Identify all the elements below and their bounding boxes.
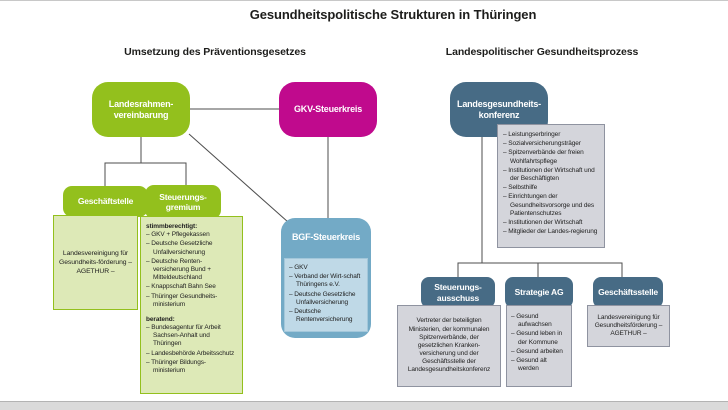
panel-steuerungsgremium: stimmberechtigt: – GKV + Pflegekassen– D… [140,216,243,394]
panel-geschaeftstelle-left: Landesvereinigung für Gesundheits-​förde… [53,215,138,310]
list-item: – Gesund aufwachsen [511,313,552,329]
list-item: – Spitzenverbände der freien Wohlfahrtsp… [503,149,584,165]
list-item: – Selbsthilfe [503,184,538,192]
list-item: – Gesund arbeiten [511,347,563,355]
top-divider [0,0,728,1]
list-item: – Deutsche Gesetzliche Unfallversicherun… [146,240,213,256]
node-geschaeftsstelle-right: Geschäftsstelle [593,277,663,308]
group-label-voting: stimmberechtigt: [146,223,198,230]
panel-bgf-members: – GKV – Verband der Wirt-​schaft Thüringe… [284,258,368,332]
list-item: – Sozialversicherungsträger [503,140,581,148]
list-item: – Deutsche Gesetzliche Unfallversicherun… [289,290,356,306]
node-label: Steuerungs-​gremium [159,191,207,212]
node-geschaeftstelle-left: Geschäftstelle [63,186,148,217]
advisory-member-list: – Bundesagentur für Arbeit Sachsen-Anhal… [146,324,237,375]
list-item: – Knappschaft Bahn See [146,283,216,291]
node-label: GKV-Steuerkreis [293,104,363,115]
list-item: – Thüringer Bildungs-​ministerium [146,358,206,374]
node-label: Geschäftstelle [77,196,134,207]
list-item: – Institutionen der Wirtschaft [503,218,583,226]
list-item: – Mitglieder der Landes-​regierung [503,228,598,236]
footer-bar [0,401,728,410]
panel-text: Vertreter der beteiligten Ministerien, d… [407,317,491,374]
list-item: – Deutsche Renten-​versicherung Bund + M… [146,257,211,282]
panel-konferenz-members: – Leistungserbringer – Sozialversicherung… [497,124,605,248]
list-item: – Gesund leben in der Kommune [511,330,563,346]
node-strategie-ag: Strategie AG [505,277,573,308]
panel-steuerungsausschuss: Vertreter der beteiligten Ministerien, d… [397,305,501,387]
node-label: Steuerungs-​ausschuss [434,282,482,303]
list-item: – Thüringer Gesundheits-​ministerium [146,292,218,308]
list-item: – Deutsche Rentenversicherung [289,307,353,324]
list-item: – Institutionen der Wirtschaft und der B… [503,166,595,182]
strategie-topic-list: – Gesund aufwachsen– Gesund leben in der… [511,313,567,373]
bgf-member-list: – GKV – Verband der Wirt-​schaft Thüringe… [289,264,363,324]
page-title: Gesundheitspolitische Strukturen in Thür… [249,7,537,22]
list-item: – GKV + Pflegekassen [146,231,210,239]
list-item: – Gesund alt werden [511,356,547,373]
node-label: BGF-Steuerkreis [291,232,361,242]
section-heading-praeventionsgesetz: Umsetzung des Präventionsgesetzes [124,46,306,58]
panel-geschaeftsstelle-right: Landesvereinigung für Gesundheitsförderu… [587,305,670,347]
section-heading-gesundheitsprozess: Landespolitischer Gesundheitsprozess [445,46,639,58]
list-item: – Einrichtungen der Gesundheitsvorsorge … [503,193,595,217]
list-item: – GKV [289,264,308,271]
list-item: – Landesbehörde Arbeitsschutz [146,349,235,357]
group-label-advisory: beratend: [146,315,175,323]
voting-member-list: – GKV + Pflegekassen– Deutsche Gesetzlic… [146,231,237,309]
node-label: Landesgesundheits-​konferenz [457,98,541,120]
node-gkv-steuerkreis: GKV-Steuerkreis [279,82,377,137]
node-landesrahmenvereinbarung: Landesrahmen-​vereinbarung [92,82,190,137]
node-label: Geschäftsstelle [598,287,658,298]
konferenz-member-list: – Leistungserbringer – Sozialversicherung… [503,131,599,236]
panel-text: Landesvereinigung für Gesundheits-​förde… [59,249,132,276]
node-steuerungsgremium: Steuerungs-​gremium [145,185,221,219]
panel-strategie-ag: – Gesund aufwachsen– Gesund leben in der… [506,305,572,387]
list-item: – Leistungserbringer [503,131,561,138]
list-item: – Bundesagentur für Arbeit Sachsen-Anhal… [146,324,221,348]
node-label: Strategie AG [514,287,564,298]
node-label: Landesrahmen-​vereinbarung [108,98,174,120]
list-item: – Verband der Wirt-​schaft Thüringens e.… [289,273,361,289]
node-steuerungsausschuss: Steuerungs-​ausschuss [421,277,495,308]
node-bgf-steuerkreis: BGF-Steuerkreis – GKV – Verband der Wirt-… [281,218,371,338]
panel-text: Landesvereinigung für Gesundheitsförderu… [594,313,663,338]
